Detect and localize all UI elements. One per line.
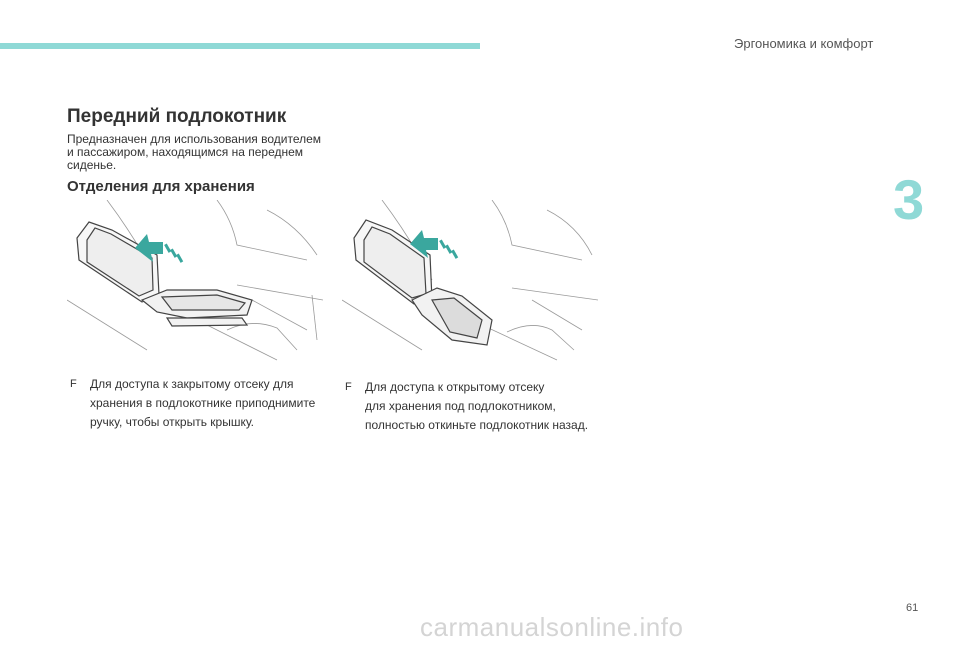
bullet-line: для хранения под подлокотником, [365,399,556,413]
page-title: Передний подлокотник [67,106,287,127]
illustration-armrest-tilted-back [342,200,598,361]
bullet-line: полностью откиньте подлокотник назад. [365,418,589,432]
watermark: carmanualsonline.info [420,612,684,642]
instruction-bullet-open-compartment: F Для доступа к открытому отсеку для хра… [345,378,605,435]
section-subtitle: Отделения для хранения [67,178,255,195]
bullet-line: хранения в подлокотнике приподнимите [90,396,316,410]
instruction-bullet-closed-compartment: F Для доступа к закрытому отсеку для хра… [70,375,335,432]
bullet-marker: F [70,378,77,390]
chapter-number: 3 [893,168,925,231]
bullet-line: ручку, чтобы открыть крышку. [90,415,254,429]
header-accent-bar [0,43,480,49]
page-number: 61 [906,602,919,614]
bullet-line: Для доступа к открытому отсеку [365,380,545,394]
bullet-line: Для доступа к закрытому отсеку для [90,377,294,391]
intro-text: Предназначен для использования водителем… [67,132,322,172]
illustration-armrest-lid-open [67,200,323,361]
section-header: Эргономика и комфорт [734,36,874,51]
bullet-marker: F [345,381,352,393]
